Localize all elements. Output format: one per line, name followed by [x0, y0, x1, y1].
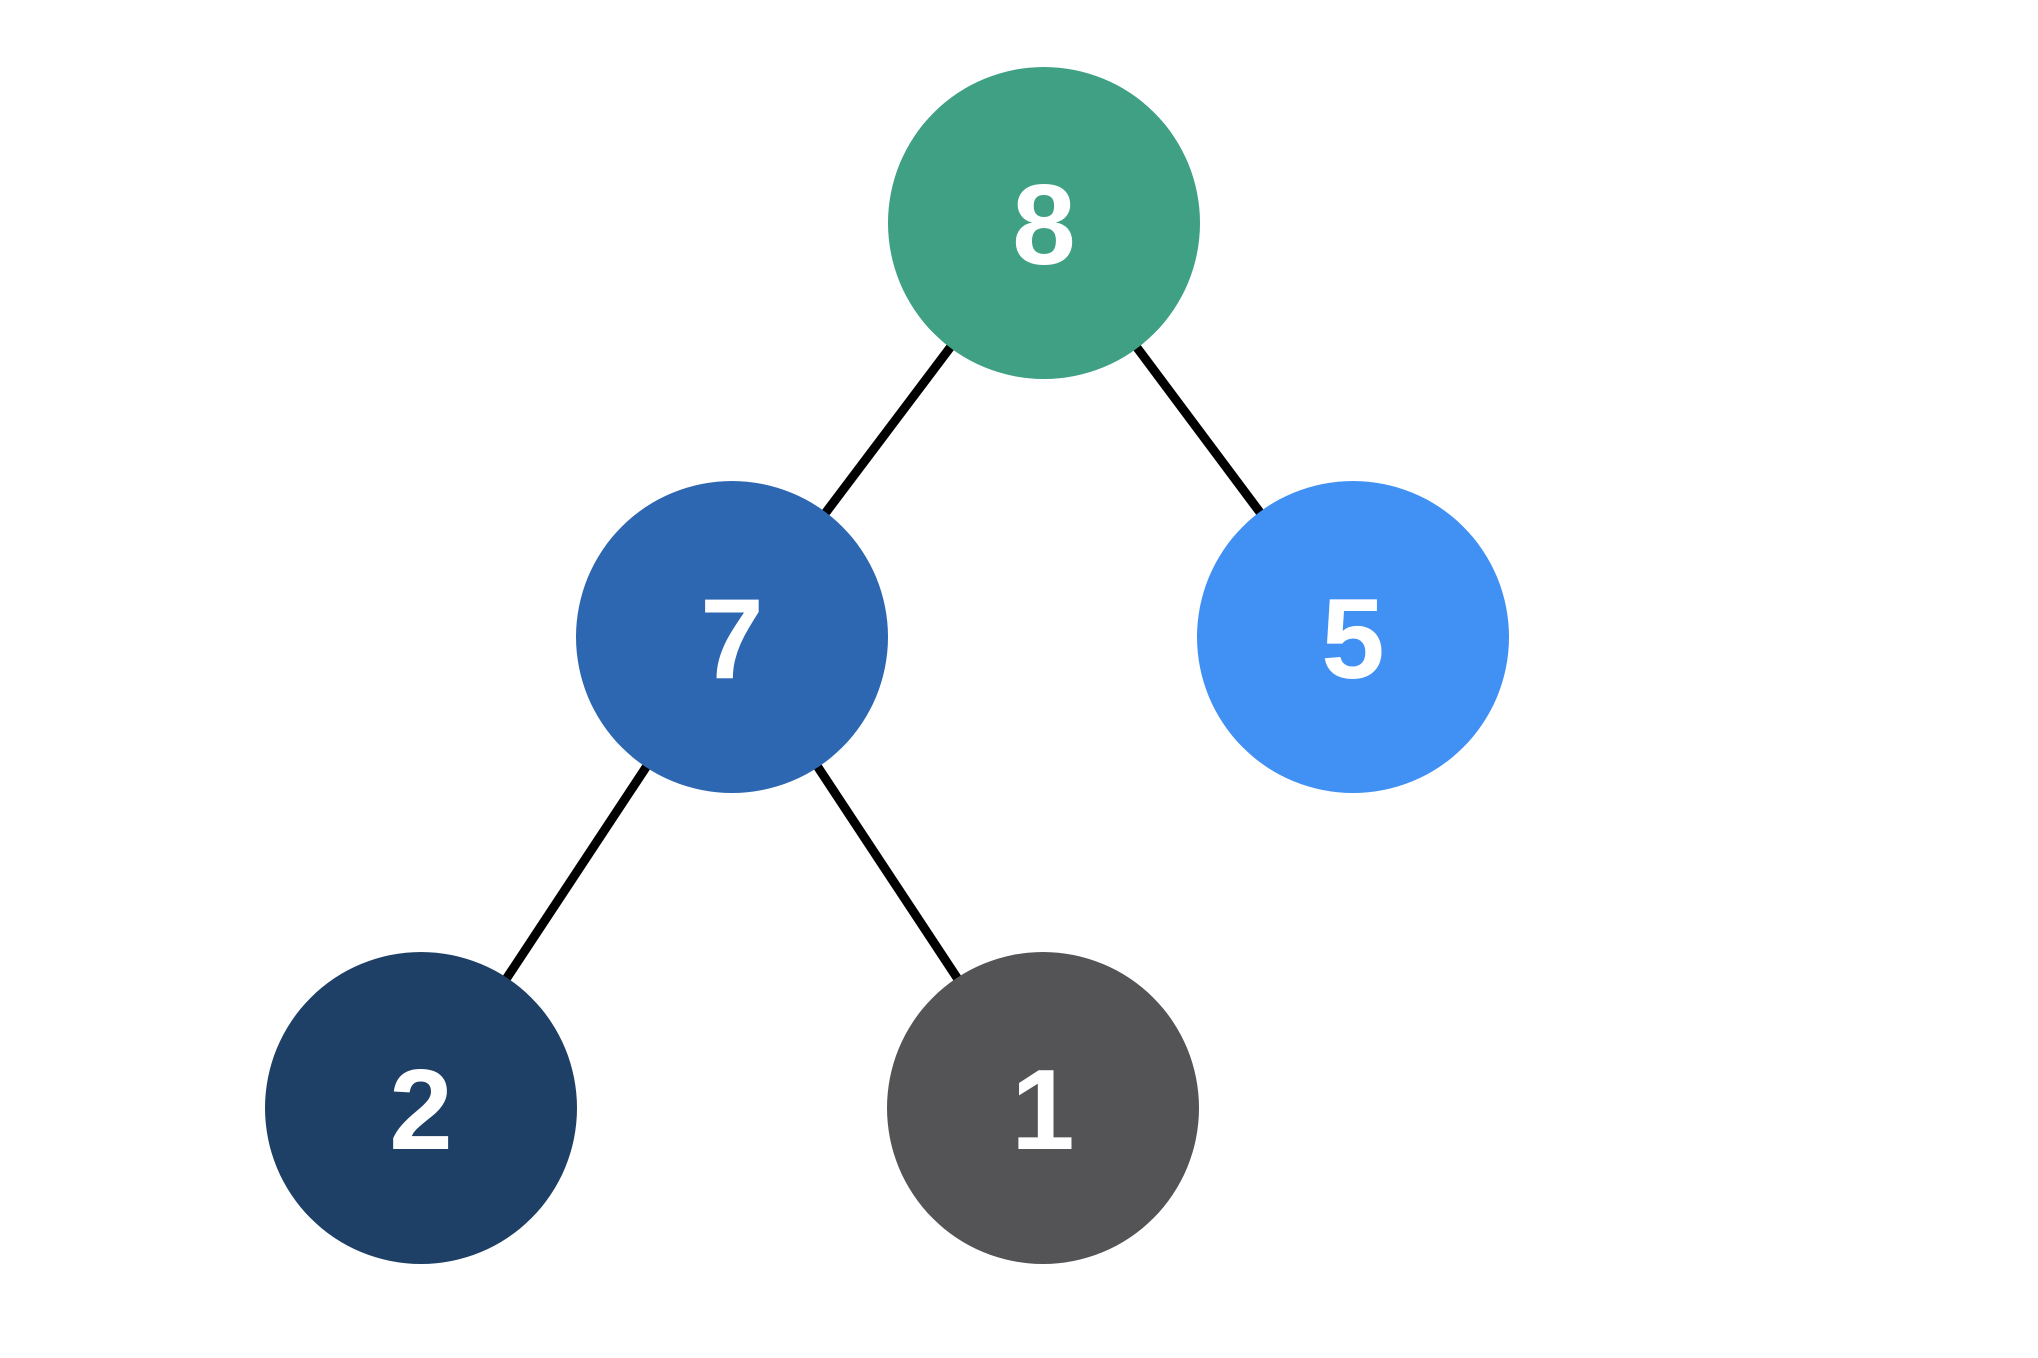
tree-node-circle-2: [265, 952, 577, 1264]
tree-node-circle-1: [887, 952, 1199, 1264]
tree-node-1: 1: [887, 952, 1199, 1264]
tree-node-circle-8: [888, 67, 1200, 379]
tree-node-7: 7: [576, 481, 888, 793]
tree-node-5: 5: [1197, 481, 1509, 793]
tree-node-circle-7: [576, 481, 888, 793]
tree-node-8: 8: [888, 67, 1200, 379]
tree-node-circle-5: [1197, 481, 1509, 793]
tree-node-2: 2: [265, 952, 577, 1264]
